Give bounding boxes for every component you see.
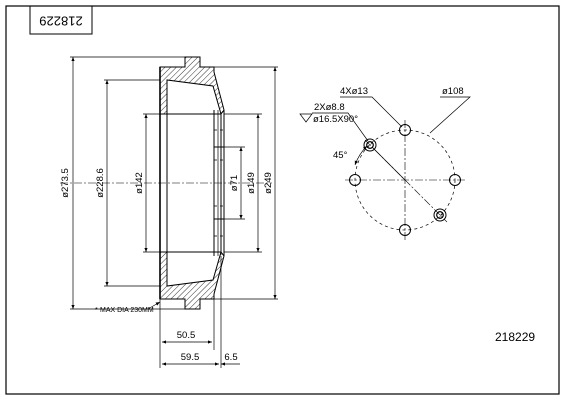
drawing-frame bbox=[5, 5, 560, 395]
threaded-hole-upper-left bbox=[363, 138, 377, 152]
part-number-rotated: 218229 bbox=[39, 14, 82, 29]
label-pitch-circle: ø108 bbox=[442, 86, 464, 97]
dim-outer-diameter: ø273.5 bbox=[60, 168, 71, 198]
label-threaded-holes: 2Xø8.8 bbox=[314, 102, 345, 113]
dim-hub-diameter: ø142 bbox=[134, 172, 145, 194]
dim-center-bore: ø71 bbox=[229, 175, 240, 191]
label-countersink: ø16.5X90° bbox=[313, 114, 358, 125]
bolt-hole-right bbox=[449, 174, 461, 186]
leader-2x8-8 bbox=[312, 112, 369, 142]
lower-drum-section bbox=[159, 250, 225, 310]
bolt-hole-left bbox=[349, 174, 361, 186]
bolt-hole-bottom bbox=[399, 224, 411, 236]
dim-50-5: 50.5 bbox=[177, 330, 196, 341]
leader-108 bbox=[429, 96, 471, 134]
threaded-hole-lower-right bbox=[433, 208, 447, 222]
angle-45: 45° bbox=[333, 150, 348, 161]
leader-4x13 bbox=[340, 96, 403, 128]
note-asterisk: * bbox=[95, 307, 98, 314]
dim-diameter-249: ø249 bbox=[263, 172, 274, 194]
dim-diameter-149: ø149 bbox=[246, 172, 257, 194]
dim-inner-diameter: ø228.6 bbox=[95, 168, 106, 198]
part-number: 218229 bbox=[495, 330, 535, 344]
side-section-view: ø273.5 ø228.6 ø142 ø71 ø149 ø249 MAX DIA… bbox=[60, 56, 278, 368]
label-bolt-holes: 4Xø13 bbox=[340, 86, 368, 97]
front-view: 45° 4Xø13 ø108 2Xø8.8 ø16.5X90° bbox=[299, 86, 471, 242]
max-dia-note: MAX DIA 230MM bbox=[100, 307, 154, 314]
dim-6-5: 6.5 bbox=[224, 352, 237, 363]
bolt-hole-top bbox=[399, 124, 411, 136]
dim-59-5: 59.5 bbox=[181, 352, 200, 363]
part-number-box: 218229 bbox=[29, 5, 93, 35]
countersink-icon bbox=[299, 113, 313, 123]
upper-drum-section bbox=[159, 56, 225, 116]
